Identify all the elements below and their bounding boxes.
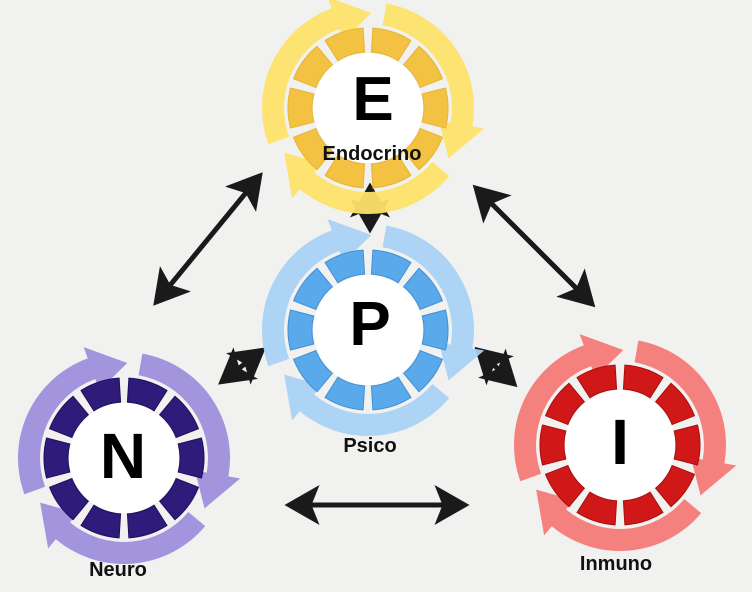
- psico-ring-segment: [421, 309, 449, 351]
- inmuno-label: Inmuno: [580, 553, 652, 575]
- neuro-letter: N: [100, 420, 146, 492]
- endocrino-ring-segment: [370, 27, 412, 62]
- inmuno-ring-segment: [539, 424, 567, 466]
- endocrino-ring-segment: [292, 45, 334, 89]
- psico-ring-segment: [287, 309, 315, 351]
- psico-ring-segment: [324, 376, 366, 411]
- endocrino-ring-segment: [287, 87, 315, 129]
- endocrino-cycle: [262, 0, 485, 215]
- inmuno-ring-segment: [544, 464, 586, 508]
- psico-cycle-arrow: [284, 374, 450, 436]
- psico-cycle-arrow: [382, 225, 485, 381]
- neuro-cycle-arrow: [40, 502, 206, 565]
- psico-ring-segment: [402, 349, 444, 393]
- inmuno-cycle-arrow: [536, 489, 702, 552]
- neuro-center: [69, 403, 179, 513]
- psico-ring-segment: [402, 267, 444, 311]
- psico-label: Psico: [343, 435, 396, 457]
- arrow-endocrino-neuro: [153, 172, 263, 306]
- neuro-ring-segment: [158, 395, 200, 439]
- psico-letter: P: [349, 290, 390, 359]
- inmuno-ring-segment: [654, 382, 696, 426]
- neuro-label: Neuro: [89, 559, 147, 581]
- inmuno-ring-segment: [673, 424, 701, 466]
- inmuno-cycle-arrow: [634, 340, 737, 496]
- psico-center: [313, 275, 423, 385]
- neuro-ring-segment: [43, 437, 71, 479]
- arrow-endocrino-inmuno: [472, 184, 596, 308]
- endocrino-label: Endocrino: [323, 143, 422, 165]
- inmuno-ring-segment: [576, 364, 618, 399]
- inmuno-ring-segment: [544, 382, 586, 426]
- psico-ring-segment: [292, 267, 334, 311]
- neuro-ring-segment: [80, 377, 122, 412]
- arrow-psico-neuro: [218, 347, 266, 385]
- arrow-psico-inmuno: [474, 346, 518, 388]
- endocrino-ring-segment: [324, 27, 366, 62]
- psico-ring-segment: [292, 349, 334, 393]
- connection-arrows: [153, 172, 596, 525]
- neuro-ring-segment: [158, 477, 200, 521]
- endocrino-ring-segment: [402, 127, 444, 171]
- inmuno-ring-segment: [622, 491, 664, 526]
- psico-ring-segment: [370, 249, 412, 284]
- inmuno-ring-segment: [576, 491, 618, 526]
- inmuno-letter: I: [611, 406, 629, 478]
- neuro-ring-segment: [48, 395, 90, 439]
- neuro-ring-segment: [126, 504, 168, 539]
- endocrino-ring-segment: [402, 45, 444, 89]
- psico-ring-segment: [324, 249, 366, 284]
- endocrino-center: [313, 53, 423, 163]
- endocrino-ring-segment: [370, 154, 412, 189]
- inmuno-center: [565, 390, 675, 500]
- inmuno-ring-segment: [654, 464, 696, 508]
- endocrino-letter: E: [352, 65, 393, 134]
- neuro-cycle-arrow: [138, 353, 241, 509]
- endocrino-cycle-arrow: [284, 152, 450, 215]
- endocrino-ring-segment: [292, 127, 334, 171]
- endocrino-ring-segment: [324, 154, 366, 189]
- neuro-ring-segment: [126, 377, 168, 412]
- neuro-ring-segment: [80, 504, 122, 539]
- inmuno-ring-segment: [622, 364, 664, 399]
- neuro-ring-segment: [177, 437, 205, 479]
- endocrino-cycle-arrow: [382, 3, 485, 159]
- neuro-cycle: [17, 347, 241, 565]
- endocrino-ring-segment: [421, 87, 449, 129]
- inmuno-cycle: [514, 334, 737, 552]
- psico-ring-segment: [370, 376, 412, 411]
- neuro-ring-segment: [48, 477, 90, 521]
- psico-cycle: [261, 219, 485, 436]
